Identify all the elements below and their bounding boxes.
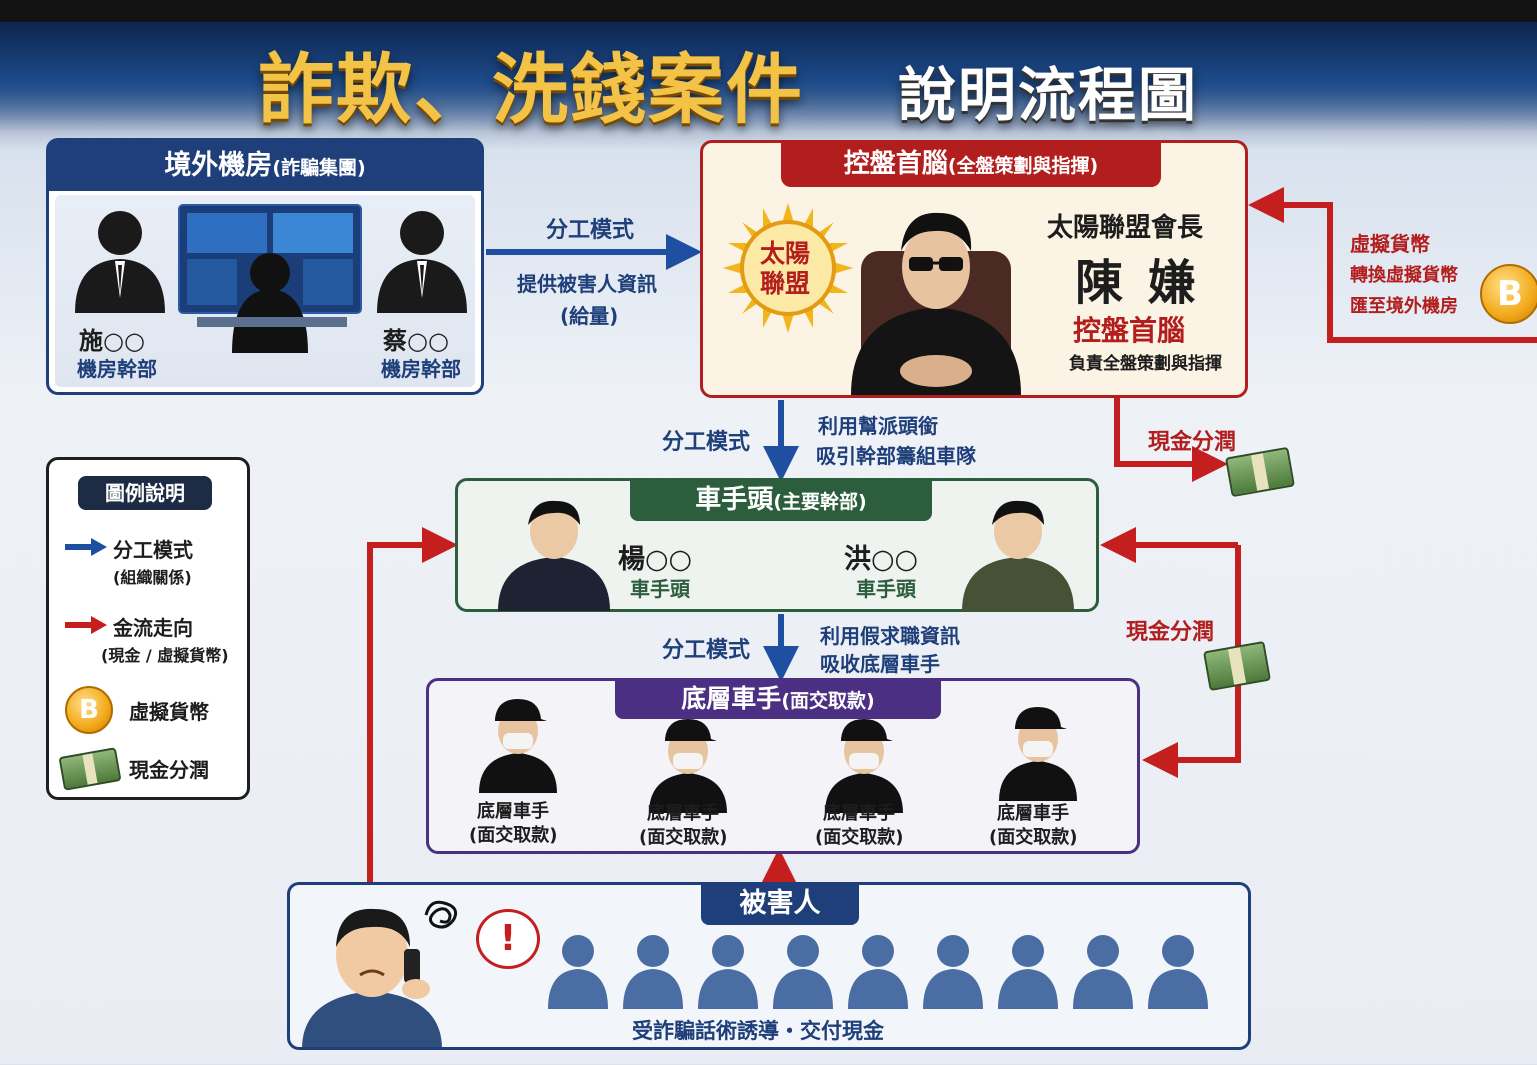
boss-portrait-icon (851, 212, 1021, 395)
arrow-victims-to-driverhead (367, 527, 458, 882)
top-bar (0, 0, 1537, 22)
label-provide-victim-info: 提供被害人資訊 (517, 272, 657, 296)
overseas-right-name: 蔡○○ (383, 327, 449, 355)
overseas-header: 境外機房(詐騙集團) (49, 141, 481, 191)
hacker-monitors-icon (178, 204, 362, 353)
header-band (0, 22, 1537, 132)
crypto-flow-line3: 匯至境外機房 (1350, 296, 1458, 317)
label-recruit-runners: 吸收底層車手 (820, 652, 940, 676)
legend-cash-icon (58, 747, 122, 791)
driver-head-title-paren: (主要幹部) (773, 491, 867, 513)
arrow-cash-to-runners (1142, 545, 1241, 778)
driver-head-left-role: 車手頭 (630, 577, 690, 601)
runner-desc: (面交取款) (989, 827, 1078, 848)
boss-name: 陳 嫌 (1075, 255, 1200, 311)
legend-bitcoin-icon: B (65, 686, 113, 734)
crypto-flow-line1: 虛擬貨幣 (1350, 232, 1430, 256)
masked-runner-icon (999, 707, 1077, 801)
runner-desc: (面交取款) (639, 827, 728, 848)
overseas-title: 境外機房 (164, 150, 273, 181)
runner-role: 底層車手 (477, 801, 549, 822)
label-division-mode-1: 分工模式 (546, 218, 635, 243)
crypto-flow-line2: 轉換虛擬貨幣 (1350, 265, 1458, 286)
victims-crowd-icon (548, 935, 1208, 1009)
overseas-scene: 施○○ 機房幹部 蔡○○ 機房幹部 (55, 195, 475, 387)
masked-runner-icon (825, 719, 903, 813)
label-fake-job: 利用假求職資訊 (820, 624, 960, 648)
runner-role: 底層車手 (997, 803, 1069, 824)
driver-head-person-icon (962, 500, 1074, 611)
legend-item-label: 虛擬貨幣 (129, 700, 209, 724)
legend-title: 圖例說明 (78, 476, 212, 510)
legend-item-label: 金流走向 (113, 616, 193, 640)
arrow-crypto-to-boss (1248, 187, 1537, 343)
sun-emblem-line2: 聯盟 (760, 269, 811, 298)
overseas-title-paren: (詐騙集團) (272, 157, 366, 179)
label-supply-volume: (給量) (560, 304, 619, 328)
legend-item-sub: (組織關係) (113, 568, 192, 587)
legend-blue-arrow-icon (65, 538, 107, 556)
suit-person-icon (377, 211, 467, 313)
boss-role: 控盤首腦 (1073, 314, 1186, 347)
legend-red-arrow-icon (65, 616, 107, 634)
sun-alliance-emblem-icon (723, 203, 853, 333)
legend-item-label: 分工模式 (113, 538, 193, 562)
alert-bubble-icon: ! (476, 909, 540, 969)
overseas-panel: 境外機房(詐騙集團) 施○○ 機房幹部 蔡○○ (46, 138, 484, 395)
label-division-mode-2: 分工模式 (662, 430, 751, 455)
runner-desc: (面交取款) (815, 827, 904, 848)
suit-person-icon (75, 211, 165, 313)
runner-desc: (面交取款) (469, 825, 558, 846)
boss-panel: 控盤首腦(全盤策劃與指揮) 太陽 聯盟 太陽聯盟會長 陳 嫌 控盤首腦 負責全盤… (700, 140, 1248, 398)
boss-duty: 負責全盤策劃與指揮 (1069, 354, 1222, 374)
boss-title-paren: (全盤策劃與指揮) (947, 155, 1099, 177)
boss-title: 控盤首腦 (843, 149, 948, 179)
victims-header: 被害人 (701, 883, 859, 925)
overseas-left-name: 施○○ (79, 327, 145, 355)
victims-caption: 受詐騙話術誘導・交付現金 (632, 1019, 884, 1043)
driver-head-left-name: 楊○○ (618, 544, 693, 575)
victims-panel: 被害人 ! 受詐騙話術誘導・交付現金 (287, 882, 1251, 1050)
label-recruit-fleet: 吸引幹部籌組車隊 (816, 444, 976, 468)
legend-panel: 圖例說明 分工模式 (組織關係) 金流走向 (現金 / 虛擬貨幣) B 虛擬貨幣… (46, 457, 250, 800)
page-subtitle: 說明流程圖 (898, 61, 1199, 129)
victim-on-phone-icon (302, 908, 442, 1047)
sun-emblem-line1: 太陽 (760, 239, 811, 268)
runners-panel: 底層車手(面交取款) 底層車手 (面交取款) 底層車手 (面交取款) 底層車手 … (426, 678, 1140, 854)
boss-header: 控盤首腦(全盤策劃與指揮) (781, 141, 1161, 187)
masked-runner-icon (479, 699, 557, 793)
runner-role: 底層車手 (647, 803, 719, 824)
overseas-right-role: 機房幹部 (381, 357, 461, 381)
label-gang-title: 利用幫派頭銜 (818, 414, 938, 438)
confusion-scribble-icon (424, 900, 458, 929)
driver-head-right-name: 洪○○ (844, 544, 919, 575)
cash-share-right-label: 現金分潤 (1126, 620, 1215, 645)
runners-header: 底層車手(面交取款) (615, 679, 941, 719)
runners-title: 底層車手 (681, 684, 782, 713)
bitcoin-icon: B (1480, 264, 1537, 324)
arrow-boss-cash-share (1114, 398, 1228, 482)
label-division-mode-3: 分工模式 (662, 638, 751, 663)
driver-head-title: 車手頭 (695, 485, 774, 515)
driver-head-header: 車手頭(主要幹部) (630, 479, 932, 521)
driver-head-person-icon (498, 500, 610, 611)
legend-item-label: 現金分潤 (129, 758, 209, 782)
masked-runner-icon (649, 719, 727, 813)
page-title: 詐欺、洗錢案件 (258, 45, 804, 134)
legend-item-sub: (現金 / 虛擬貨幣) (101, 646, 229, 665)
overseas-left-role: 機房幹部 (77, 357, 157, 381)
driver-head-right-role: 車手頭 (856, 577, 916, 601)
runners-title-paren: (面交取款) (781, 690, 875, 712)
driver-head-panel: 車手頭(主要幹部) 楊○○ 車手頭 洪○○ 車手頭 (455, 478, 1099, 612)
runner-role: 底層車手 (823, 803, 895, 824)
cash-share-top-label: 現金分潤 (1148, 430, 1237, 455)
boss-org-title: 太陽聯盟會長 (1047, 213, 1204, 243)
